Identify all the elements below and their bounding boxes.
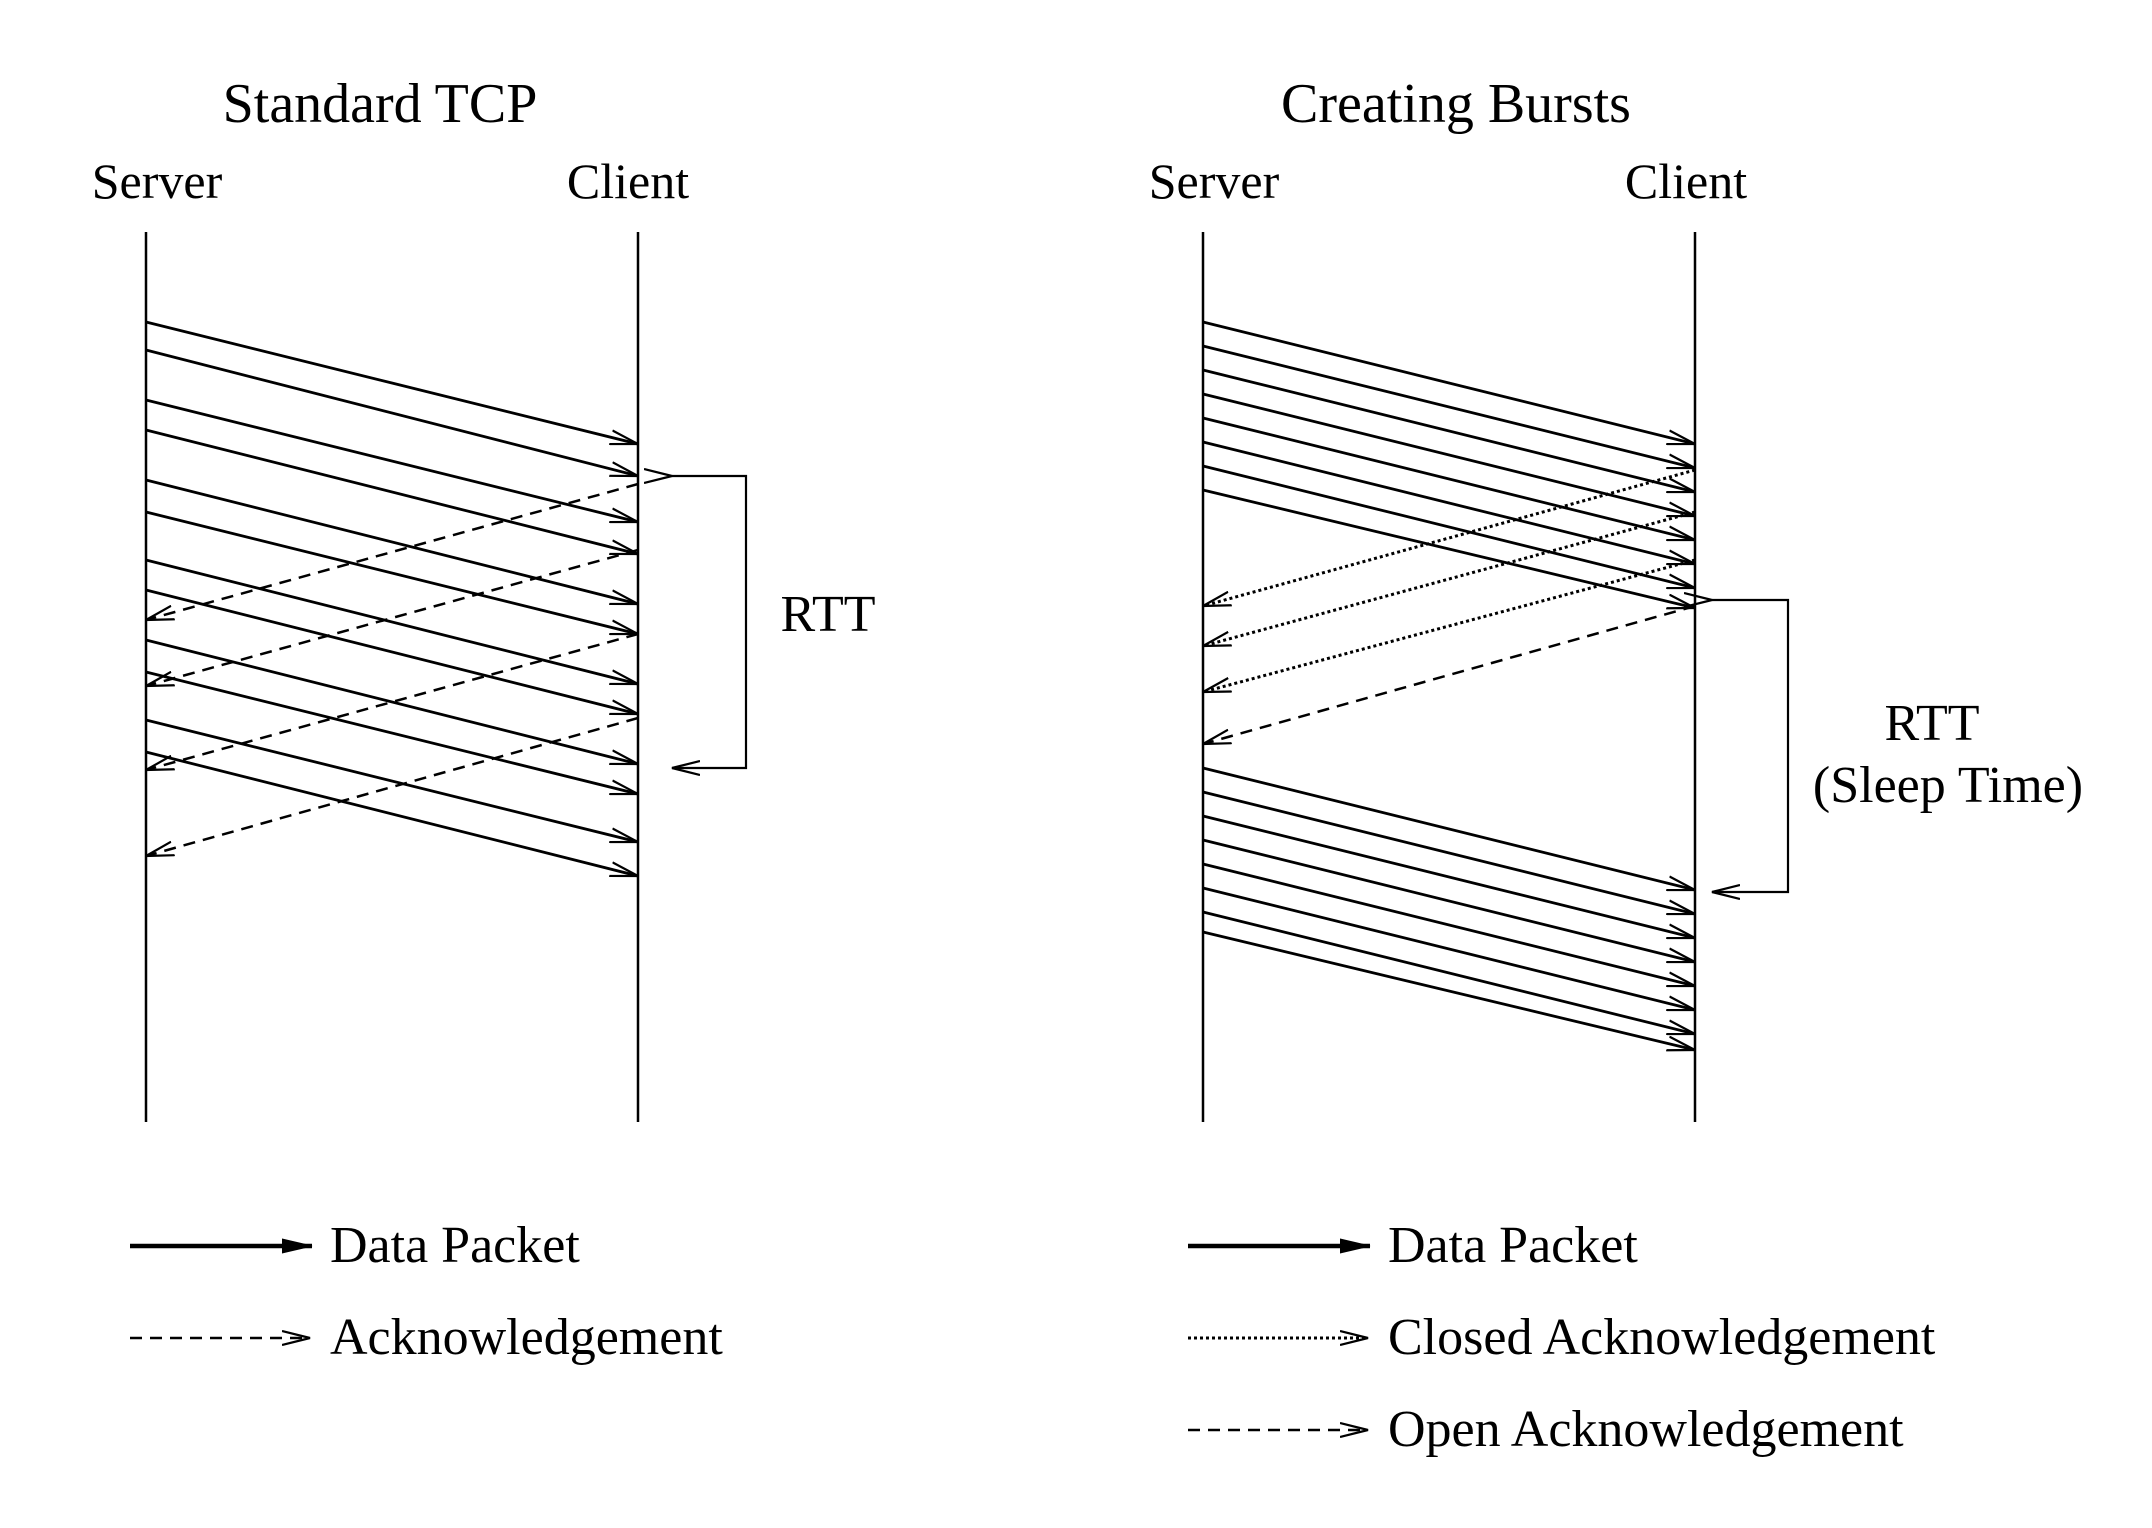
data-packet-arrow-11 bbox=[145, 718, 638, 844]
right-legend-closed-ack-label: Closed Acknowledgement bbox=[1388, 1309, 1936, 1366]
left-data-packets bbox=[145, 320, 638, 878]
burst1-data-arrow-4 bbox=[1202, 392, 1695, 518]
left-panel-title: Standard TCP bbox=[223, 73, 538, 135]
right-acknowledgements bbox=[1203, 468, 1696, 746]
burst2-data-arrow-3 bbox=[1202, 814, 1695, 940]
burst1-data-arrow-7 bbox=[1202, 464, 1695, 590]
left-panel: Standard TCP Server Client RTT Data Pack… bbox=[92, 73, 876, 1366]
data-packet-arrow-10 bbox=[145, 670, 638, 796]
burst1-data-arrow-1 bbox=[1202, 320, 1695, 446]
right-client-label: Client bbox=[1625, 153, 1747, 209]
left-client-label: Client bbox=[567, 153, 689, 209]
left-rtt-label: RTT bbox=[780, 586, 875, 643]
ack-arrow-3 bbox=[146, 632, 639, 772]
closed-ack-arrow-3 bbox=[1203, 558, 1696, 694]
right-rtt-label: RTT bbox=[1884, 695, 1979, 752]
burst2-data-arrow-1 bbox=[1202, 766, 1695, 892]
right-legend-data-label: Data Packet bbox=[1388, 1217, 1638, 1274]
burst1-data-arrow-2 bbox=[1202, 344, 1695, 470]
burst2-data-arrow-2 bbox=[1202, 790, 1695, 916]
right-panel: Creating Bursts Server Client RTT (Sleep… bbox=[1149, 73, 2083, 1458]
data-packet-arrow-9 bbox=[145, 638, 638, 766]
ack-arrow-2 bbox=[146, 548, 639, 688]
data-packet-arrow-12 bbox=[145, 750, 638, 878]
left-server-label: Server bbox=[92, 153, 223, 209]
data-packet-arrow-4 bbox=[145, 428, 638, 556]
ack-arrow-4 bbox=[146, 716, 639, 858]
burst1-data-arrow-6 bbox=[1202, 440, 1695, 566]
open-ack-arrow-1 bbox=[1203, 604, 1696, 746]
right-panel-title: Creating Bursts bbox=[1281, 73, 1631, 135]
data-packet-arrow-5 bbox=[145, 478, 638, 606]
burst2-data-arrow-6 bbox=[1202, 886, 1695, 1012]
burst1-data-arrow-8 bbox=[1202, 488, 1695, 608]
right-legend: Data Packet Closed Acknowledgement Open … bbox=[1188, 1217, 1936, 1458]
right-legend-open-ack-label: Open Acknowledgement bbox=[1388, 1401, 1904, 1458]
left-rtt-bracket bbox=[672, 476, 748, 768]
right-server-label: Server bbox=[1149, 153, 1280, 209]
burst2-data-arrow-7 bbox=[1202, 910, 1695, 1036]
burst1-data-arrow-3 bbox=[1202, 368, 1695, 494]
burst2-data-arrow-5 bbox=[1202, 862, 1695, 988]
data-packet-arrow-8 bbox=[145, 588, 638, 716]
closed-ack-arrow-1 bbox=[1203, 468, 1696, 608]
data-packet-arrow-7 bbox=[145, 558, 638, 686]
burst2-data-arrow-4 bbox=[1202, 838, 1695, 964]
left-legend-data-label: Data Packet bbox=[330, 1217, 580, 1274]
burst1-data-arrow-5 bbox=[1202, 416, 1695, 542]
burst2-data-arrow-8 bbox=[1202, 930, 1695, 1050]
left-acknowledgements bbox=[146, 482, 639, 858]
data-packet-arrow-1 bbox=[145, 320, 638, 446]
data-packet-arrow-6 bbox=[145, 510, 638, 636]
ack-arrow-1 bbox=[146, 482, 639, 622]
right-data-packets bbox=[1202, 320, 1695, 1050]
data-packet-arrow-2 bbox=[145, 348, 638, 478]
right-rtt-bracket bbox=[1712, 600, 1790, 892]
data-packet-arrow-3 bbox=[145, 398, 638, 524]
left-legend: Data Packet Acknowledgement bbox=[130, 1217, 723, 1366]
left-legend-ack-label: Acknowledgement bbox=[330, 1309, 723, 1366]
closed-ack-arrow-2 bbox=[1203, 510, 1696, 648]
right-rtt-sublabel: (Sleep Time) bbox=[1813, 757, 2083, 814]
